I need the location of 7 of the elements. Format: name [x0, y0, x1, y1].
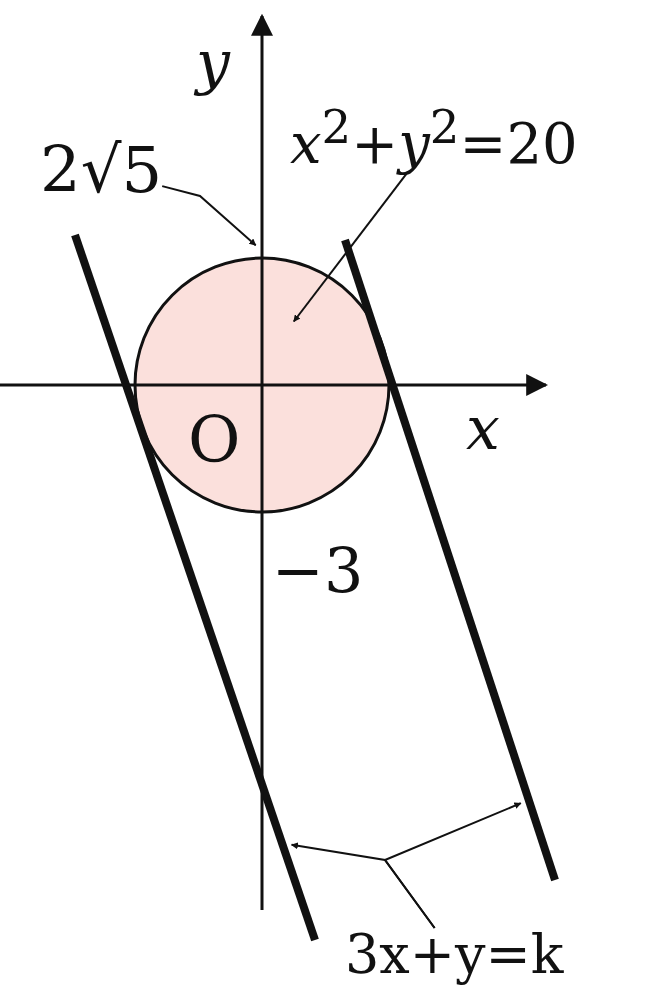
leader-arrow	[383, 802, 522, 929]
leader-arrow	[161, 185, 257, 247]
intercept-label: −3	[272, 540, 364, 602]
equation-label: 2√5	[40, 138, 163, 202]
axis-label: x	[466, 398, 500, 458]
circle	[133, 256, 391, 514]
origin-label: O	[188, 408, 241, 472]
